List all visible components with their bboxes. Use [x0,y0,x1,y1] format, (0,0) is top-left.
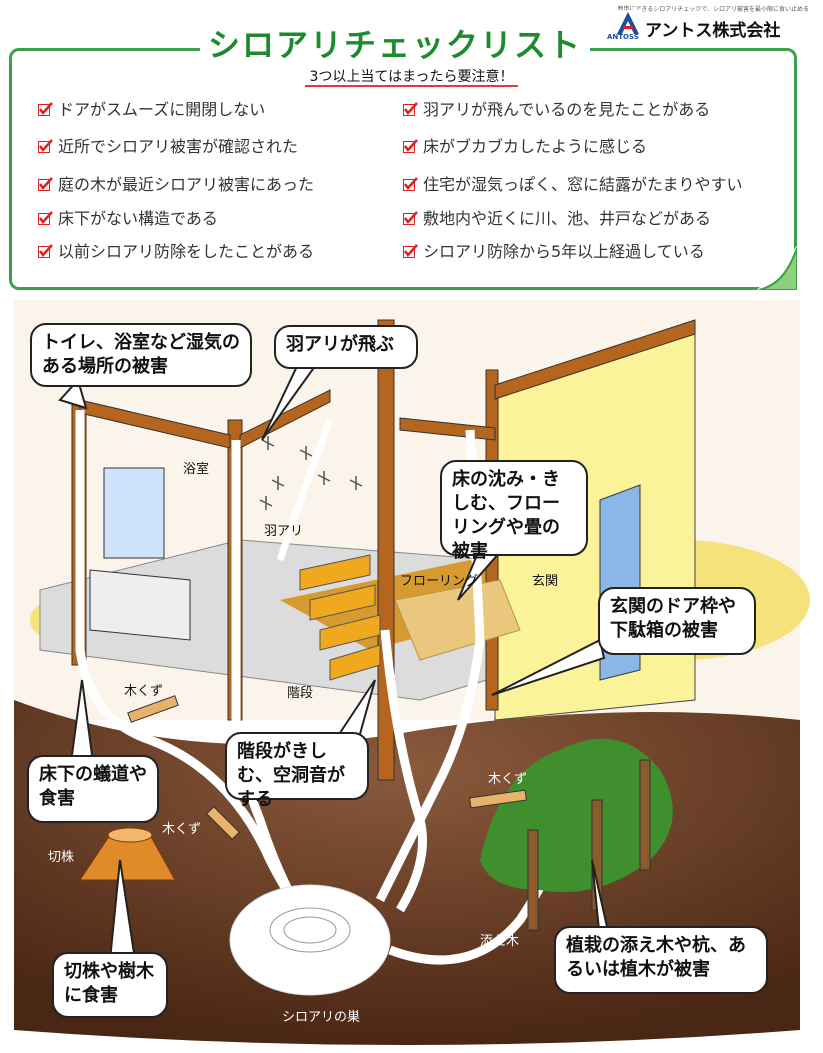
checkmark-icon [38,210,54,225]
label-wood-chips-1: 木くず [124,684,164,699]
termite-illustration: トイレ、浴室など湿気のある場所の被害 羽アリが飛ぶ 床の沈み・きしむ、フローリン… [0,300,823,1049]
checklist-item: 庭の木が最近シロアリ被害にあった [38,171,314,195]
label-wood-chips-2: 木くず [162,822,202,837]
checklist-item-label: 住宅が湿気っぽく、窓に結露がたまりやすい [423,175,743,194]
checkmark-icon [403,243,419,258]
checklist-item-label: 敷地内や近くに川、池、井戸などがある [423,209,712,228]
checklist-item-label: ドアがスムーズに開閉しない [58,100,266,119]
bubble-toilet-bath: トイレ、浴室など湿気のある場所の被害 [30,323,252,387]
house-cutaway-drawing [14,300,810,1045]
checklist-item-label: 床下がない構造である [58,209,218,228]
checklist-item: シロアリ防除から5年以上経過している [403,238,705,262]
page-title: シロアリチェックリスト [200,20,591,66]
checkmark-icon [38,176,54,191]
label-wood-chips-3: 木くず [488,772,528,787]
company-name: アントス株式会社 [645,21,781,41]
checkmark-icon [403,176,419,191]
checklist-item: 住宅が湿気っぽく、窓に結露がたまりやすい [403,171,743,195]
bubble-winged-ants: 羽アリが飛ぶ [274,325,418,369]
page-curl-icon [757,246,797,290]
checklist-item-label: 以前シロアリ防除をしたことがある [58,242,315,261]
subtitle: 3つ以上当てはまったら要注意！ [0,66,823,87]
checklist-item-label: 羽アリが飛んでいるのを見たことがある [423,100,711,119]
checklist-item-label: 庭の木が最近シロアリ被害にあった [58,175,315,194]
bubble-underfloor: 床下の蟻道や食害 [27,755,159,823]
checklist-item: 羽アリが飛んでいるのを見たことがある [403,96,710,120]
bubble-floor: 床の沈み・きしむ、フローリングや畳の被害 [440,460,588,562]
checklist-item: ドアがスムーズに開閉しない [38,96,265,120]
label-stake: 添え木 [480,934,520,949]
label-termite-nest: シロアリの巣 [282,1010,361,1025]
checkmark-icon [403,210,419,225]
checklist-item: 床がブカブカしたように感じる [403,133,647,157]
bubble-entrance: 玄関のドア枠や下駄箱の被害 [598,587,756,655]
company-logo: 簡単にできるシロアリチェックで、シロアリ被害を最小限に食い止める ANTOSS … [509,4,809,44]
checklist-item-label: 近所でシロアリ被害が確認された [58,137,299,156]
company-logo-icon [615,10,641,36]
checkmark-icon [38,101,54,116]
checklist-item-label: シロアリ防除から5年以上経過している [423,242,705,261]
label-stairs: 階段 [287,686,314,701]
checkmark-icon [403,101,419,116]
checklist-item: 以前シロアリ防除をしたことがある [38,238,314,262]
checklist-item-label: 床がブカブカしたように感じる [423,137,648,156]
checklist-item: 近所でシロアリ被害が確認された [38,133,298,157]
logo-text: ANTOSS [607,33,639,41]
checklist-box [9,48,797,290]
label-flooring: フローリング [400,574,479,589]
checkmark-icon [403,138,419,153]
label-genkan: 玄関 [532,574,559,589]
label-winged-ant: 羽アリ [264,524,304,539]
checklist-item: 床下がない構造である [38,205,218,229]
checkmark-icon [38,138,54,153]
subtitle-text: 3つ以上当てはまったら要注意！ [305,69,518,87]
bubble-stump: 切株や樹木に食害 [52,952,168,1018]
tagline: 簡単にできるシロアリチェックで、シロアリ被害を最小限に食い止める [617,6,809,13]
bubble-stairs: 階段がきしむ、空洞音がする [225,732,369,810]
label-stump: 切株 [48,850,75,865]
label-bath: 浴室 [183,462,210,477]
checkmark-icon [38,243,54,258]
checklist-item: 敷地内や近くに川、池、井戸などがある [403,205,711,229]
bubble-plants: 植栽の添え木や杭、あるいは植木が被害 [554,926,768,994]
